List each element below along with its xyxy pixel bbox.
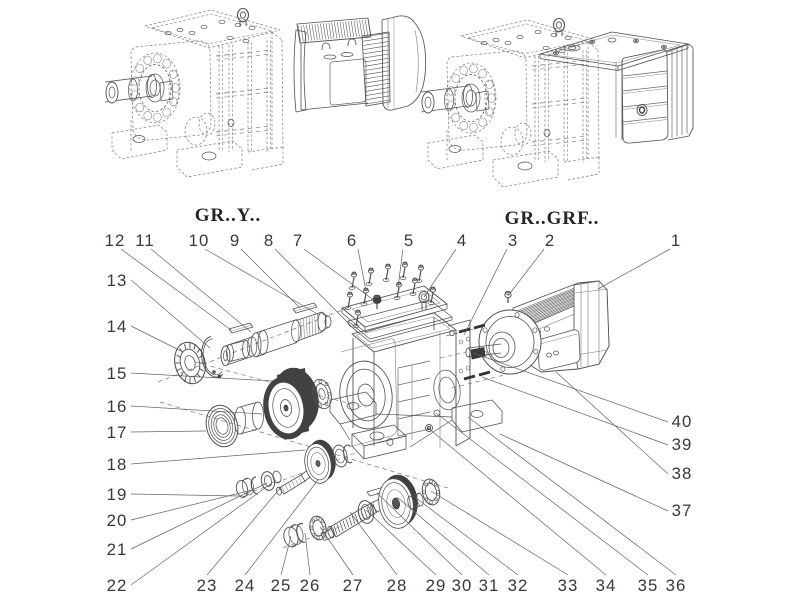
svg-text:37: 37 (672, 501, 693, 520)
svg-text:19: 19 (107, 485, 128, 504)
svg-text:33: 33 (558, 576, 579, 595)
svg-text:34: 34 (596, 576, 617, 595)
svg-text:21: 21 (107, 540, 128, 559)
svg-text:4: 4 (457, 231, 467, 250)
svg-text:9: 9 (230, 231, 240, 250)
svg-text:30: 30 (452, 576, 473, 595)
svg-text:32: 32 (508, 576, 529, 595)
svg-text:3: 3 (508, 231, 518, 250)
svg-text:6: 6 (347, 231, 357, 250)
svg-text:17: 17 (107, 423, 128, 442)
svg-text:GR..Y..: GR..Y.. (195, 205, 261, 226)
svg-text:40: 40 (672, 412, 693, 431)
svg-text:26: 26 (300, 576, 321, 595)
svg-text:16: 16 (107, 397, 128, 416)
svg-text:25: 25 (271, 576, 292, 595)
svg-text:14: 14 (107, 317, 128, 336)
svg-text:36: 36 (666, 576, 687, 595)
svg-text:38: 38 (672, 464, 693, 483)
svg-text:23: 23 (197, 576, 218, 595)
svg-text:7: 7 (293, 231, 303, 250)
svg-text:GR..GRF..: GR..GRF.. (505, 208, 600, 229)
svg-text:31: 31 (479, 576, 500, 595)
svg-text:5: 5 (404, 231, 414, 250)
svg-text:28: 28 (387, 576, 408, 595)
svg-text:39: 39 (672, 435, 693, 454)
svg-text:11: 11 (135, 231, 154, 250)
svg-text:12: 12 (105, 231, 126, 250)
svg-text:35: 35 (638, 576, 659, 595)
svg-text:27: 27 (343, 576, 364, 595)
svg-text:24: 24 (235, 576, 256, 595)
svg-text:15: 15 (107, 364, 128, 383)
svg-text:1: 1 (671, 231, 681, 250)
svg-text:18: 18 (107, 455, 128, 474)
svg-text:8: 8 (264, 231, 274, 250)
svg-text:13: 13 (107, 271, 128, 290)
svg-text:20: 20 (107, 511, 128, 530)
svg-text:29: 29 (426, 576, 447, 595)
svg-text:2: 2 (545, 231, 555, 250)
svg-text:10: 10 (189, 231, 210, 250)
svg-text:22: 22 (107, 576, 128, 595)
